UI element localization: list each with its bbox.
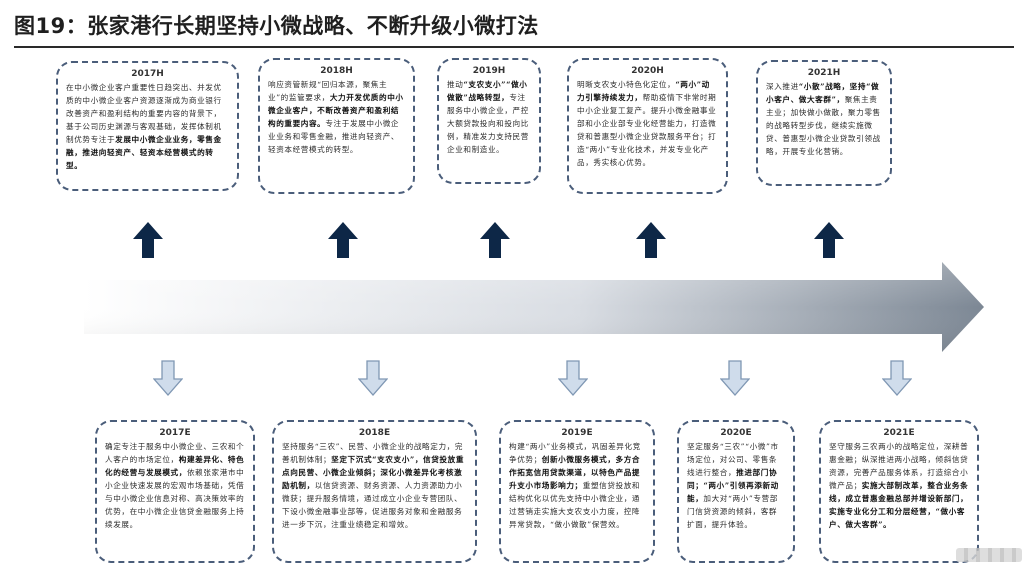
card-text: 坚守服务三农两小的战略定位，深耕普惠金融；纵深推进两小战略，倾斜信贷资源，完善产… bbox=[829, 442, 969, 529]
arrow-down-icon bbox=[358, 360, 388, 396]
card-heading: 2020E bbox=[720, 428, 752, 438]
card-text: 深入推进“小散”战略，坚持“做小客户、做大客群”，聚焦主责主业；加快做小做散，聚… bbox=[766, 82, 881, 156]
card-heading: 2019E bbox=[561, 428, 593, 438]
phase-card-2021e: 2021E 坚守服务三农两小的战略定位，深耕普惠金融；纵深推进两小战略，倾斜信贷… bbox=[819, 420, 979, 563]
card-heading: 2018E bbox=[358, 428, 391, 438]
arrow-up-icon bbox=[814, 222, 844, 258]
phase-card-2017e: 2017E 确定专注于服务中小微企业、三农和个人客户的市场定位，构建差异化、特色… bbox=[95, 420, 255, 563]
card-text: 在中小微企业客户重要性日趋突出、并发优质的中小微企业客户资源逐渐成为商业银行改善… bbox=[66, 83, 222, 170]
arrow-down-icon bbox=[720, 360, 750, 396]
arrow-up-icon bbox=[480, 222, 510, 258]
arrow-up-icon bbox=[636, 222, 666, 258]
phase-card-2020e: 2020E 坚定服务“三农”“小微”市场定位，对公司、零售条线进行整合，推进部门… bbox=[677, 420, 795, 563]
card-text: 坚持服务“三农”、民营、小微企业的战略定力，完善机制体制；坚定下沉式“支农支小”… bbox=[282, 442, 465, 529]
title-divider bbox=[14, 46, 1014, 48]
phase-card-2019h: 2019H 推动“支农支小”“做小做散”战略转型，专注服务中小微企业，严控大额贷… bbox=[437, 58, 541, 184]
arrow-down-icon bbox=[882, 360, 912, 396]
arrow-down-icon bbox=[153, 360, 183, 396]
phase-card-2017h: 2017H 在中小微企业客户重要性日趋突出、并发优质的中小微企业客户资源逐渐成为… bbox=[56, 61, 239, 191]
card-heading: 2017H bbox=[131, 69, 164, 79]
card-text: 响应资管新规“回归本源，聚焦主业”的监管要求，大力开发优质的中小微企业客户，不断… bbox=[268, 80, 404, 154]
watermark bbox=[956, 548, 1022, 562]
arrow-up-icon bbox=[133, 222, 163, 258]
phase-card-2018e: 2018E 坚持服务“三农”、民营、小微企业的战略定力，完善机制体制；坚定下沉式… bbox=[272, 420, 477, 563]
arrow-down-icon bbox=[558, 360, 588, 396]
card-heading: 2019H bbox=[472, 66, 506, 76]
phase-card-2019e: 2019E 构建“两小”业务模式，巩固差异化竞争优势；创新小微服务模式，多方合作… bbox=[499, 420, 655, 563]
page-title: 图19：张家港行长期坚持小微战略、不断升级小微打法 bbox=[14, 14, 539, 38]
phase-card-2018h: 2018H 响应资管新规“回归本源，聚焦主业”的监管要求，大力开发优质的中小微企… bbox=[258, 58, 415, 194]
card-text: 明晰支农支小特色化定位，“两小”动力引擎持续发力，帮助疫情下非常时期中小企业复工… bbox=[577, 80, 717, 167]
card-heading: 2017E bbox=[159, 428, 191, 438]
card-text: 推动“支农支小”“做小做散”战略转型，专注服务中小微企业，严控大额贷款投向和投向… bbox=[447, 80, 529, 154]
arrow-up-icon bbox=[328, 222, 358, 258]
phase-card-2020h: 2020H 明晰支农支小特色化定位，“两小”动力引擎持续发力，帮助疫情下非常时期… bbox=[567, 58, 728, 194]
phase-card-2021h: 2021H 深入推进“小散”战略，坚持“做小客户、做大客群”，聚焦主责主业；加快… bbox=[756, 60, 892, 186]
card-heading: 2021E bbox=[883, 428, 915, 438]
card-text: 坚定服务“三农”“小微”市场定位，对公司、零售条线进行整合，推进部门协同；“两小… bbox=[687, 442, 779, 529]
card-heading: 2021H bbox=[807, 68, 841, 78]
timeline-arrow-icon bbox=[84, 262, 984, 352]
card-heading: 2018H bbox=[320, 66, 353, 76]
card-text: 确定专注于服务中小微企业、三农和个人客户的市场定位，构建差异化、特色化的经营与发… bbox=[105, 442, 245, 529]
card-heading: 2020H bbox=[631, 66, 664, 76]
card-text: 构建“两小”业务模式，巩固差异化竞争优势；创新小微服务模式，多方合作拓宽信用贷款… bbox=[509, 442, 641, 529]
